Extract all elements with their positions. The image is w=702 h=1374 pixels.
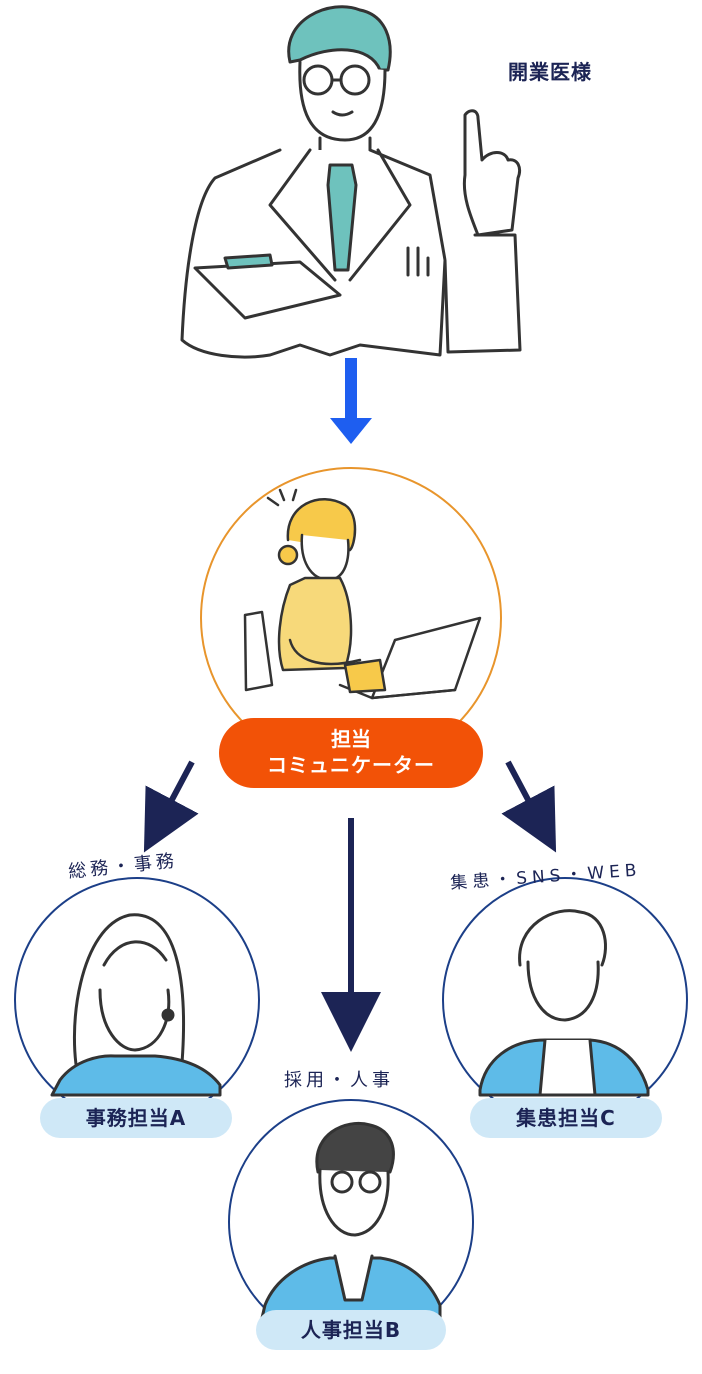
doctor-illustration (180, 5, 522, 359)
communicator-illustration (243, 488, 482, 700)
role-c-illustration (478, 909, 650, 1097)
communicator-label-line2: コミュニケーター (267, 753, 435, 777)
communicator-pill: 担当 コミュニケーター (219, 718, 483, 788)
arrow-doctor-to-communicator (330, 358, 372, 444)
doctor-label: 開業医様 (508, 60, 592, 84)
arrow-to-c (501, 760, 557, 853)
role-c-label: 集患担当C (470, 1098, 662, 1138)
role-b-label: 人事担当B (256, 1310, 446, 1350)
arrow-to-a (143, 760, 199, 853)
role-a-label: 事務担当A (40, 1098, 232, 1138)
role-b-dept: 採用・人事 (284, 1070, 394, 1091)
role-b-illustration (260, 1122, 442, 1320)
role-a-illustration (50, 913, 222, 1097)
communicator-label-line1: 担当 (331, 727, 371, 751)
